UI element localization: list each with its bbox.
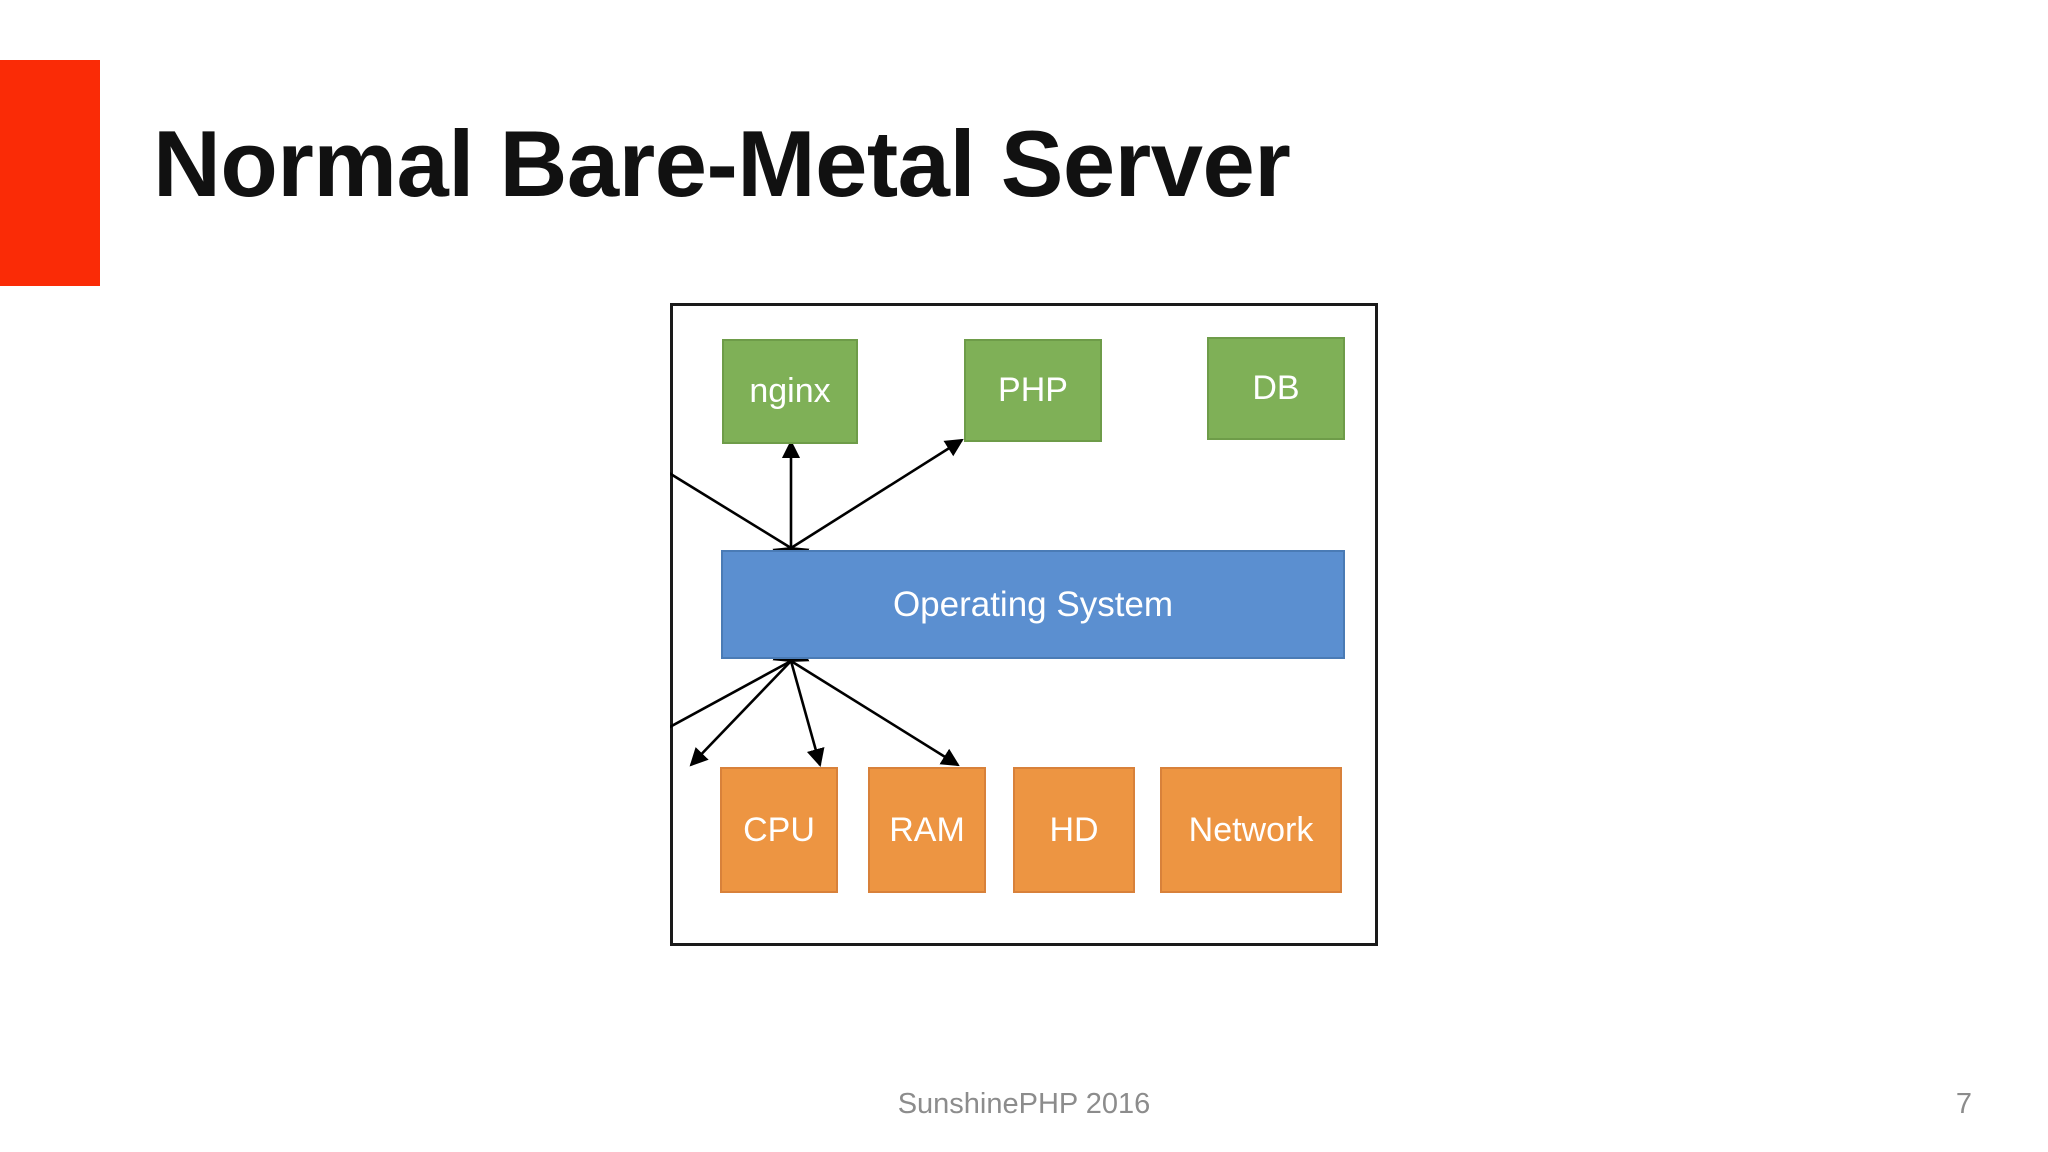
node-ram[interactable]: RAM [868,767,986,893]
accent-bar [0,60,100,286]
node-cpu[interactable]: CPU [720,767,838,893]
node-nginx-label: nginx [749,372,831,410]
node-operating-system[interactable]: Operating System [721,550,1345,659]
node-php[interactable]: PHP [964,339,1102,442]
node-db[interactable]: DB [1207,337,1345,440]
page-number: 7 [1955,1088,1972,1120]
node-ram-label: RAM [889,810,965,849]
node-hd[interactable]: HD [1013,767,1135,893]
node-hd-label: HD [1049,810,1099,849]
node-operating-system-label: Operating System [892,584,1174,624]
node-db-label: DB [1252,369,1300,407]
node-nginx[interactable]: nginx [722,339,858,444]
footer-note: SunshinePHP 2016 [897,1088,1151,1120]
node-network[interactable]: Network [1160,767,1342,893]
page-title: Normal Bare-Metal Server [153,111,1291,216]
node-php-label: PHP [998,371,1068,409]
node-cpu-label: CPU [743,810,815,849]
node-network-label: Network [1188,810,1314,849]
